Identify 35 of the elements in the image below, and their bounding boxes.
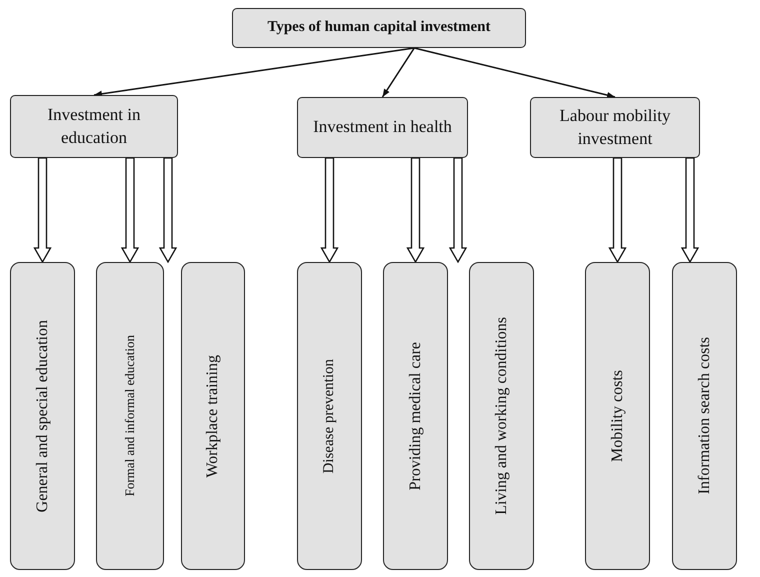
category-box: [585, 262, 650, 570]
category-box: [10, 262, 75, 570]
heading-box: [297, 97, 468, 158]
hollow-arrow: [680, 157, 700, 264]
box-label: Disease prevention: [321, 358, 338, 474]
box-label: Investment in health: [313, 116, 452, 138]
box-label: Providing medical care: [406, 342, 424, 490]
box-label: Living and working conditions: [492, 317, 510, 515]
category-box: [469, 262, 534, 570]
hollow-arrow: [608, 157, 627, 264]
box-label: Workplace training: [204, 354, 222, 478]
hollow-arrow: [33, 157, 52, 264]
category-box: [297, 262, 362, 570]
heading-box: [232, 8, 526, 48]
heading-box: [10, 95, 178, 158]
category-box: [96, 262, 164, 570]
box-label: General and special education: [34, 320, 52, 512]
category-box: [383, 262, 448, 570]
box-label: Labour mobility investment: [558, 105, 672, 150]
heading-box: [530, 97, 700, 158]
hollow-arrow: [448, 157, 468, 264]
box-label: Formal and informal education: [122, 335, 138, 497]
arrow: [414, 47, 616, 98]
box-label: Information search costs: [696, 337, 714, 495]
box-label: Mobility costs: [608, 370, 626, 462]
hollow-arrow: [158, 157, 178, 264]
category-box: [181, 262, 245, 570]
title-label: Types of human capital investment: [267, 18, 491, 38]
hollow-arrow: [120, 157, 140, 264]
hollow-arrow: [320, 157, 339, 264]
arrow: [382, 48, 415, 98]
box-label: Investment in education: [46, 104, 142, 148]
category-box: [672, 262, 737, 570]
hollow-arrow: [406, 157, 425, 264]
arrow: [94, 47, 414, 97]
